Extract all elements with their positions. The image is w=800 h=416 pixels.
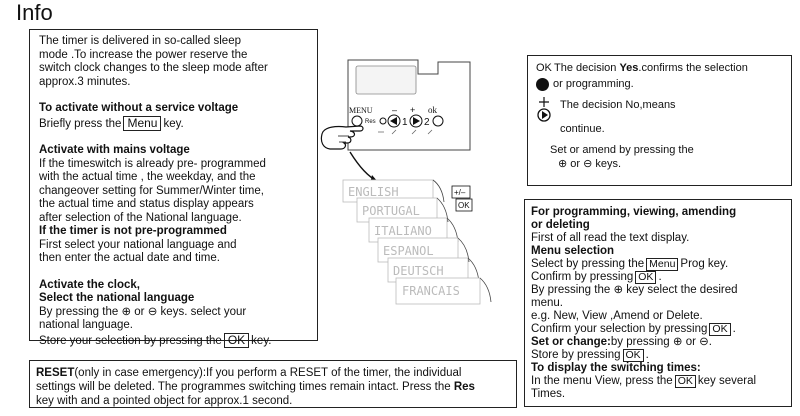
language-portugal: PORTUGAL [362,204,420,218]
not-pre-line: then enter the actual date and time. [39,252,220,264]
timer-illustration: MENU – + ok Res 1 2 ENGLISH PORTUGAL ITA… [320,59,492,305]
set-amend-line: Set or amend by pressing the [550,144,694,156]
ok-key-label: OK [674,375,696,388]
no-decision-text: The decision No,means [560,99,676,111]
device-menu-button [351,115,363,127]
example-line: e.g. New, View ,Amend or Delete. [531,310,703,322]
device-ok-label: ok [428,105,438,115]
filled-circle-icon [536,77,549,91]
intro-line: The timer is delivered in so-called slee… [39,35,241,47]
continue-text: continue. [560,122,605,135]
reset-line: RESET(only in case emergency):If you per… [36,367,462,379]
mains-line: If the timeswitch is already pre- progra… [39,157,266,170]
language-espanol: ESPANOL [383,244,434,258]
left-arrow-icon [390,117,397,125]
clock-line: By pressing the ⊕ or ⊖ keys. select your [39,305,247,318]
display-times-heading: To display the switching times: [531,362,701,374]
device-plus-label: + [410,105,415,115]
programming-heading: or deleting [531,219,590,231]
device-num-2: 2 [424,117,430,128]
display-line: Times. [531,388,566,400]
device-num-1: 1 [402,117,408,128]
reset-box: RESET(only in case emergency):If you per… [29,360,517,408]
intro-line: approx.3 minutes. [39,75,131,88]
res-key-label: Res [453,381,475,393]
reset-line: key with and a pointed object for approx… [36,395,293,407]
device-res-label: Res [365,119,376,125]
page-title: Info [16,0,53,25]
decision-box: OK The decision Yes.confirms the selecti… [527,55,792,186]
clock-heading: Activate the clock, [39,278,140,291]
set-change-line: Set or change:by pressing ⊕ or ⊖. [531,336,712,348]
device-terminal-marks [378,129,433,135]
ok-decision-row: OK The decision Yes.confirms the selecti… [536,62,748,74]
device-ok-button [432,115,444,127]
side-ok-label: OK [458,201,470,210]
set-amend-keys: ⊕ or ⊖ keys. [558,157,622,170]
press-line: By pressing the ⊕ key select the desired [531,284,738,296]
clock-heading: Select the national language [39,292,195,304]
not-preprogrammed-heading: If the timer is not pre-programmed [39,225,227,237]
language-deutsch: DEUTSCH [393,264,444,278]
ok-key-label: OK [635,271,657,284]
intro-line: mode .To increase the power reserve the [39,48,248,61]
side-plus-minus-key [451,185,471,199]
mains-line: after selection of the National language… [39,211,242,224]
yes-label: Yes [619,62,639,74]
mains-line: with the actual time , the weekday, and … [39,171,256,183]
activation-instructions-box: The timer is delivered in so-called slee… [29,29,318,348]
mains-heading: Activate with mains voltage [39,144,190,156]
device-menu-label: MENU [349,106,373,115]
side-plus-minus-label: +/– [454,188,466,197]
no-voltage-heading: To activate without a service voltage [39,102,239,114]
device-minus-label: – [392,105,397,115]
language-english: ENGLISH [348,185,399,199]
menu-selection-heading: Menu selection [531,245,615,257]
pointing-hand-icon [320,125,364,150]
language-italiano: ITALIANO [374,224,432,238]
programming-box: For programming, viewing, amending or de… [524,199,792,407]
menu-key-label: Menu [646,258,679,271]
mains-line: the actual time and status display appea… [39,198,254,210]
side-ok-key [455,198,473,212]
read-display-line: First of all read the text display. [531,232,690,244]
ok-key-label: OK [709,323,731,336]
programming-heading: For programming, viewing, amending [531,206,737,218]
not-pre-line: First select your national language and [39,238,237,251]
ok-label: OK [536,62,552,74]
ok-decision-row-2: or programming. [536,77,783,92]
device-display [355,65,417,95]
menu-key-label: Menu [123,115,162,131]
plus-circle-arrow-icon [537,97,551,122]
device-res-button [379,117,387,125]
language-francais: FRANCAIS [402,284,460,298]
press-line: menu. [531,297,563,309]
clock-line: national language. [39,319,133,331]
mains-line: changeover setting for Summer/Winter tim… [39,184,264,197]
language-cards: ENGLISH PORTUGAL ITALIANO ESPANOL DEUTSC… [342,179,492,305]
ok-key-label: OK [622,349,644,362]
no-decision-row: The decision No,means continue. [536,95,783,136]
reset-line: settings will be deleted. The programmes… [36,381,475,393]
ok-key-label: OK [223,332,250,348]
right-arrow-icon [413,117,420,125]
intro-line: switch clock changes to the sleep mode a… [39,62,268,74]
